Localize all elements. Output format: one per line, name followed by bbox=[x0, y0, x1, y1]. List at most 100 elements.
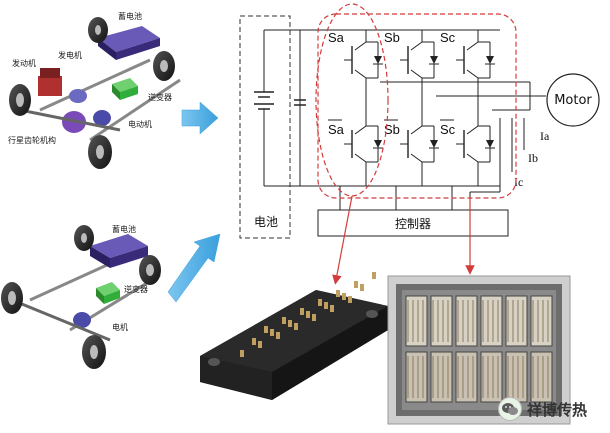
switch-top-0-emitter bbox=[354, 69, 367, 79]
chassis-rail bbox=[89, 78, 181, 142]
axle bbox=[11, 298, 111, 342]
module-pin bbox=[324, 302, 328, 309]
switch-top-0-collector bbox=[354, 41, 367, 51]
half-bridge-module-illustration bbox=[200, 272, 388, 400]
switch-bottom-label-2: Sc bbox=[440, 122, 456, 137]
inverter-shape bbox=[96, 282, 120, 296]
battery-label: 电池 bbox=[254, 215, 278, 229]
module-pin bbox=[360, 284, 364, 291]
current-label-b: Ib bbox=[528, 151, 538, 165]
engine-top bbox=[40, 68, 60, 78]
die-cell bbox=[530, 295, 553, 347]
switch-top-label-2: Sc bbox=[440, 30, 456, 45]
module-pin bbox=[288, 320, 292, 327]
generator-shape bbox=[69, 89, 87, 103]
die-cell bbox=[505, 295, 528, 347]
axle bbox=[19, 108, 121, 132]
switch-top-2-collector bbox=[466, 41, 479, 51]
controller-label: 控制器 bbox=[395, 217, 431, 231]
controller-box bbox=[317, 209, 509, 237]
module-pin bbox=[258, 341, 262, 348]
die-cell bbox=[405, 351, 428, 403]
mounting-hole bbox=[366, 310, 378, 318]
ev-drivetrain-illustration: 蓄电池 逆变器 电机 bbox=[1, 224, 161, 369]
module-pin bbox=[372, 272, 376, 279]
switch-bottom-2-collector bbox=[466, 125, 479, 135]
switch-bottom-1-emitter bbox=[410, 153, 423, 163]
switch-bottom-label-1: Sb bbox=[384, 122, 400, 137]
die-cell bbox=[455, 351, 478, 403]
die-cell bbox=[430, 295, 453, 347]
module-pin bbox=[252, 338, 256, 345]
hybrid-drivetrain-illustration: 蓄电池 发电机 发动机 逆变器 电动机 行星齿轮机构 bbox=[8, 11, 181, 169]
pointer-to-half-bridge-module bbox=[332, 195, 353, 285]
die-cell bbox=[530, 351, 553, 403]
switch-bottom-0-emitter bbox=[354, 153, 367, 163]
label-battery: 蓄电池 bbox=[112, 224, 136, 234]
arrow-to-circuit-bottom bbox=[167, 233, 221, 303]
motor-shape bbox=[93, 110, 111, 126]
switch-bottom-1-collector bbox=[410, 125, 423, 135]
module-pin bbox=[300, 308, 304, 315]
motor-shape bbox=[73, 312, 91, 328]
module-pin bbox=[312, 314, 316, 321]
module-pin bbox=[276, 332, 280, 339]
switch-bottom-1-diode bbox=[430, 140, 438, 148]
label-inverter: 逆变器 bbox=[148, 92, 172, 102]
module-pin bbox=[318, 299, 322, 306]
full-bridge-module-photo bbox=[387, 275, 571, 425]
switch-bottom-0-diode bbox=[374, 140, 382, 148]
module-pin bbox=[330, 305, 334, 312]
switch-top-1-emitter bbox=[410, 69, 423, 79]
switch-top-0-diode bbox=[374, 56, 382, 64]
switch-bottom-label-0: Sa bbox=[328, 122, 345, 137]
switch-top-1-collector bbox=[410, 41, 423, 51]
label-planetary-gear: 行星齿轮机构 bbox=[8, 135, 56, 145]
switch-top-2-emitter bbox=[466, 69, 479, 79]
full-bridge-highlight bbox=[317, 13, 517, 199]
switch-top-label-0: Sa bbox=[328, 30, 345, 45]
module-pin bbox=[342, 293, 346, 300]
chassis-rail bbox=[39, 58, 151, 112]
battery-box bbox=[239, 15, 291, 239]
label-battery: 蓄电池 bbox=[118, 11, 142, 21]
battery-pack-shape bbox=[98, 26, 160, 60]
module-pin bbox=[270, 329, 274, 336]
switch-top-label-1: Sb bbox=[384, 30, 400, 45]
battery-pack-shape bbox=[90, 234, 148, 268]
module-pin bbox=[294, 323, 298, 330]
mounting-hole bbox=[208, 358, 220, 366]
motor-label: Motor bbox=[554, 93, 592, 108]
current-label-c: Ic bbox=[514, 175, 523, 189]
label-motor: 电机 bbox=[112, 322, 128, 332]
die-cell bbox=[455, 295, 478, 347]
die-cell bbox=[430, 351, 453, 403]
arrow-to-circuit-top bbox=[181, 101, 219, 135]
module-pin bbox=[240, 350, 244, 357]
watermark: 祥博传热 bbox=[498, 394, 606, 424]
module-pin bbox=[282, 317, 286, 324]
module-pin bbox=[264, 326, 268, 333]
switch-bottom-2-emitter bbox=[466, 153, 479, 163]
die-cell bbox=[405, 295, 428, 347]
module-die-grid bbox=[405, 295, 553, 403]
label-engine: 发动机 bbox=[12, 58, 36, 68]
switch-top-1-diode bbox=[430, 56, 438, 64]
switch-bottom-0-collector bbox=[354, 125, 367, 135]
label-inverter: 逆变器 bbox=[124, 284, 148, 294]
module-pin bbox=[306, 311, 310, 318]
module-pins bbox=[240, 272, 376, 357]
motor-symbol bbox=[546, 73, 600, 127]
module-pin bbox=[354, 281, 358, 288]
wechat-icon bbox=[498, 397, 522, 421]
die-cell bbox=[480, 295, 503, 347]
current-label-a: Ia bbox=[540, 129, 550, 143]
module-pin bbox=[336, 290, 340, 297]
die-cell bbox=[480, 351, 503, 403]
single-leg-highlight bbox=[315, 3, 389, 197]
label-motor: 电动机 bbox=[128, 119, 152, 129]
